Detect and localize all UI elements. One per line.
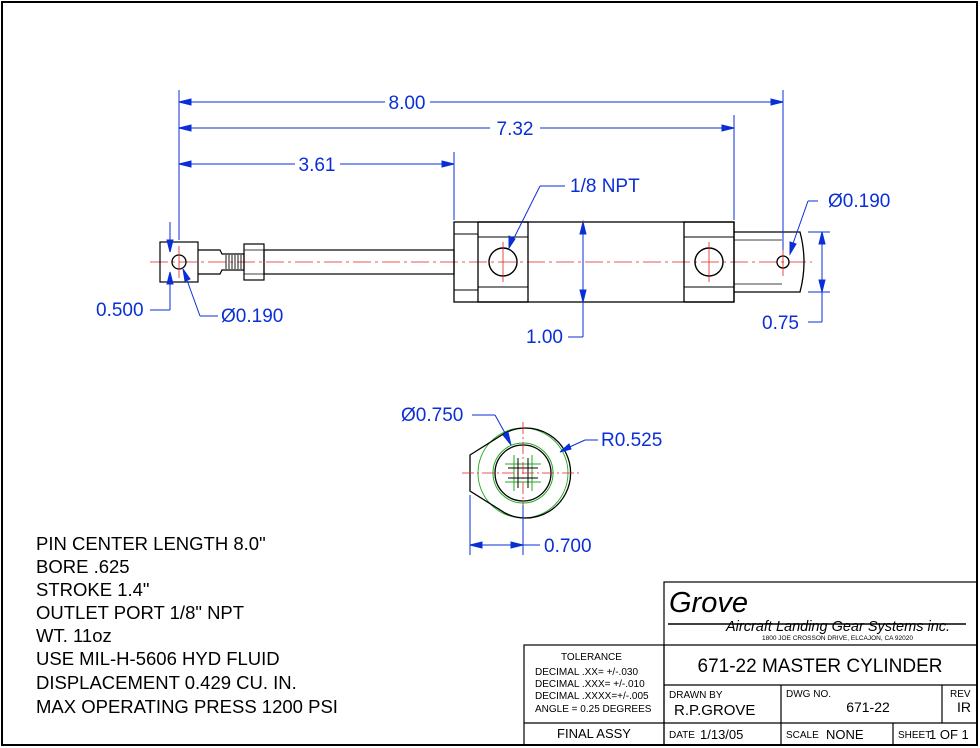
end-view bbox=[462, 422, 580, 528]
final-assy: FINAL ASSY bbox=[557, 726, 631, 741]
note-line: USE MIL-H-5606 HYD FLUID bbox=[36, 648, 280, 669]
date-label: DATE bbox=[669, 730, 695, 741]
dim-8-00: 8.00 bbox=[389, 93, 426, 114]
company-logo: Grove bbox=[669, 587, 748, 619]
drawn-by-value: R.P.GROVE bbox=[674, 702, 755, 719]
dim-1-00: 1.00 bbox=[526, 327, 563, 348]
dimensions-end bbox=[469, 414, 598, 555]
note-line: PIN CENTER LENGTH 8.0" bbox=[36, 533, 266, 554]
note-line: STROKE 1.4" bbox=[36, 579, 150, 600]
dim-r-0-525: R0.525 bbox=[601, 430, 662, 451]
note-line: DISPLACEMENT 0.429 CU. IN. bbox=[36, 672, 297, 693]
general-notes: PIN CENTER LENGTH 8.0" BORE .625 STROKE … bbox=[36, 533, 338, 717]
dwg-no-label: DWG NO. bbox=[786, 689, 831, 700]
dim-3-61: 3.61 bbox=[299, 155, 336, 176]
rev-label: REV bbox=[950, 689, 971, 700]
dwg-no-value: 671-22 bbox=[846, 699, 890, 715]
note-line: WT. 11oz bbox=[36, 625, 112, 646]
note-line: OUTLET PORT 1/8" NPT bbox=[36, 602, 244, 623]
dim-dia-0-750: Ø0.750 bbox=[401, 405, 463, 426]
title-block bbox=[523, 581, 978, 746]
date-value: 1/13/05 bbox=[700, 727, 743, 742]
drawn-by-label: DRAWN BY bbox=[669, 690, 723, 701]
dim-0-500: 0.500 bbox=[96, 300, 144, 321]
scale-value: NONE bbox=[826, 727, 864, 742]
rod-end-eye bbox=[159, 241, 199, 283]
dim-port-npt: 1/8 NPT bbox=[570, 176, 640, 197]
dim-0-75: 0.75 bbox=[762, 313, 799, 334]
rev-value: IR bbox=[957, 699, 971, 715]
tolerance-line: DECIMAL .XXX= +/-.010 bbox=[535, 679, 645, 690]
scale-label: SCALE bbox=[786, 730, 819, 741]
dim-0-700: 0.700 bbox=[544, 536, 592, 557]
tolerance-line: DECIMAL .XXXX=+/-.005 bbox=[535, 691, 649, 702]
side-view bbox=[150, 220, 812, 304]
dim-7-32: 7.32 bbox=[497, 119, 534, 140]
clevis-end bbox=[734, 231, 805, 293]
company-name: Aircraft Landing Gear Systems inc. bbox=[725, 619, 950, 635]
tolerance-line: ANGLE = 0.25 DEGREES bbox=[535, 704, 652, 715]
port-boss-left bbox=[477, 221, 529, 303]
drawing-title: 671-22 MASTER CYLINDER bbox=[698, 656, 943, 677]
tolerance-line: DECIMAL .XX= +/-.030 bbox=[535, 667, 638, 678]
note-line: BORE .625 bbox=[36, 556, 130, 577]
dimensions-side bbox=[150, 90, 830, 338]
port-boss-right bbox=[683, 221, 735, 303]
note-line: MAX OPERATING PRESS 1200 PSI bbox=[36, 696, 338, 717]
sheet-label: SHEET bbox=[898, 730, 931, 741]
dim-dia-left: Ø0.190 bbox=[221, 306, 283, 327]
sheet-value: 1 OF 1 bbox=[929, 727, 969, 742]
company-address: 1800 JOE CROSSON DRIVE, ELCAJON, CA 9202… bbox=[762, 635, 913, 642]
tolerance-title: TOLERANCE bbox=[561, 652, 622, 663]
dim-dia-right: Ø0.190 bbox=[828, 191, 890, 212]
